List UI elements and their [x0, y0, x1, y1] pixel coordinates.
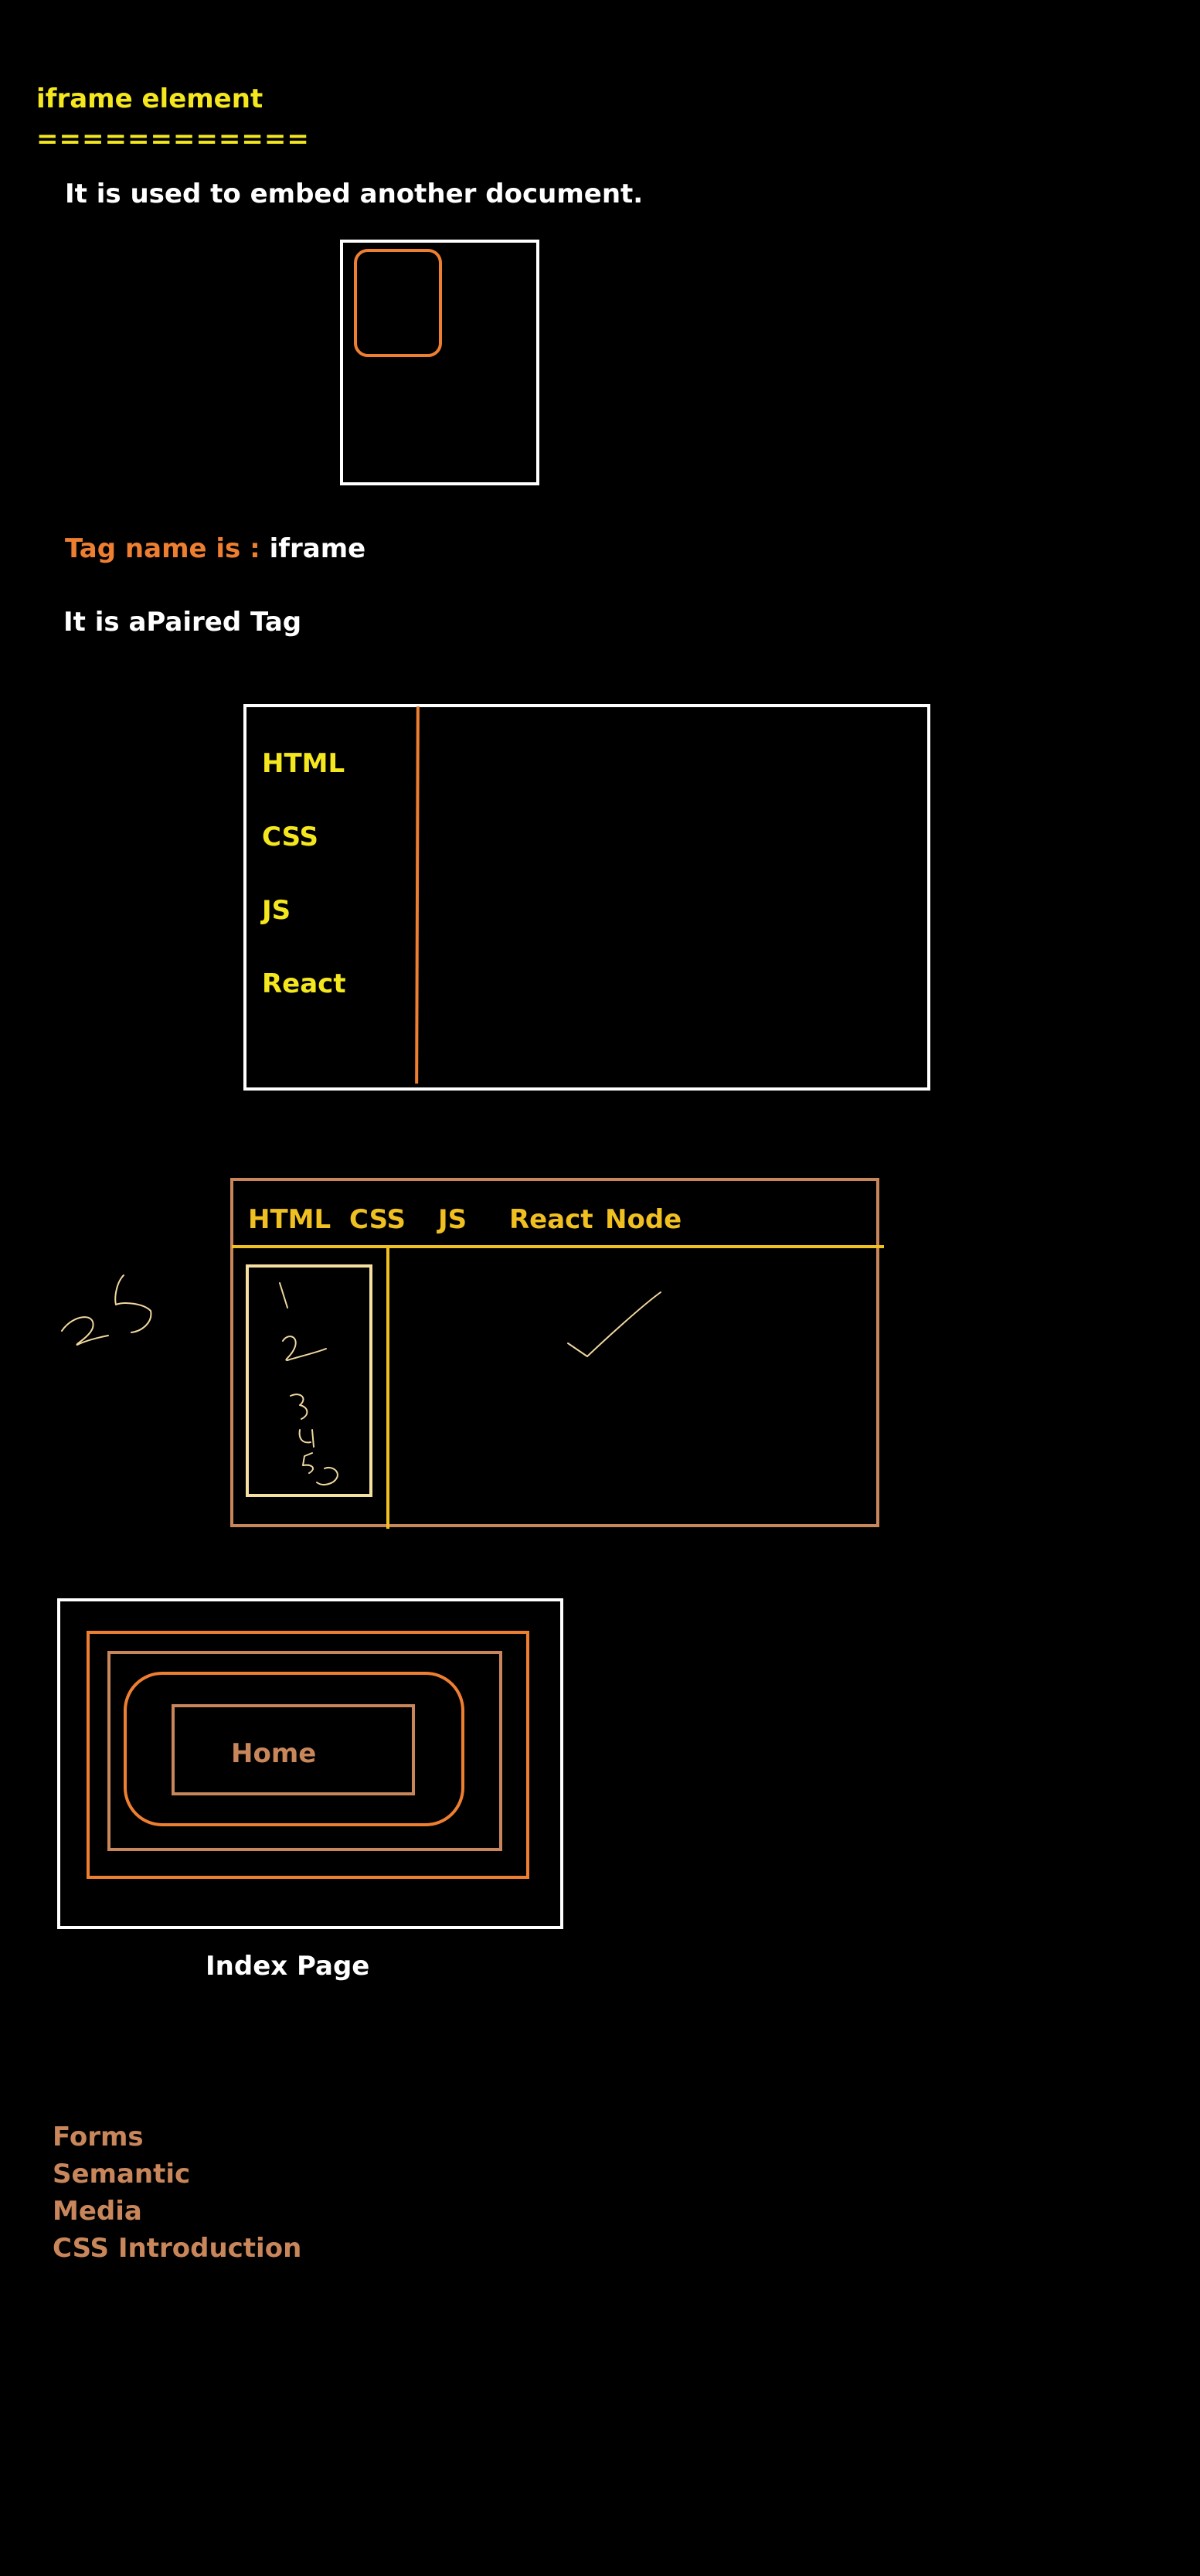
scribble-25	[61, 1274, 152, 1346]
topnav-layout-frame	[230, 1178, 879, 1527]
inner-frame-sketch	[354, 249, 442, 357]
sidebar-item-html: HTML	[262, 748, 345, 779]
nested-frame-3	[107, 1651, 502, 1851]
topic-item: Semantic	[53, 2159, 191, 2190]
paired-tag-text: It is aPaired Tag	[63, 607, 302, 638]
tag-name-line: Tag name is : iframe	[65, 533, 365, 564]
tag-name-value: iframe	[269, 533, 366, 564]
home-button-label: Home	[231, 1738, 317, 1769]
checkmark-icon	[567, 1291, 661, 1357]
topnav-item-css: CSS	[349, 1204, 406, 1235]
topnav-item-react: React	[509, 1204, 593, 1235]
topnav-side-list-box	[246, 1264, 372, 1497]
topic-item: Forms	[53, 2122, 144, 2152]
topnav-item-js: JS	[438, 1204, 467, 1235]
index-page-caption: Index Page	[206, 1951, 370, 1982]
scribble-1	[279, 1282, 288, 1308]
scribble-3	[290, 1393, 308, 1420]
intro-text: It is used to embed another document.	[65, 179, 644, 209]
heading-title: iframe element	[36, 83, 263, 114]
topnav-vertical-divider	[386, 1247, 389, 1529]
nested-home-box	[172, 1704, 415, 1795]
scribble-4	[298, 1429, 314, 1448]
tag-name-label: Tag name is :	[65, 533, 270, 564]
topnav-item-html: HTML	[248, 1204, 331, 1235]
scribble-5	[302, 1452, 338, 1485]
topnav-divider	[232, 1245, 884, 1248]
nested-outer-frame	[57, 1598, 563, 1929]
nested-rounded-frame	[124, 1672, 464, 1826]
heading-underline: ============	[36, 124, 310, 155]
sidebar-item-js: JS	[262, 895, 291, 926]
sidebar-item-css: CSS	[262, 822, 319, 852]
topic-item: CSS Introduction	[53, 2233, 302, 2264]
scribble-2	[282, 1336, 327, 1361]
sidebar-item-react: React	[262, 968, 346, 999]
topnav-item-node: Node	[605, 1204, 682, 1235]
topic-item: Media	[53, 2196, 142, 2227]
outer-frame-sketch	[340, 240, 539, 485]
sidebar-layout-frame	[243, 704, 930, 1091]
nested-frame-2	[87, 1631, 529, 1879]
